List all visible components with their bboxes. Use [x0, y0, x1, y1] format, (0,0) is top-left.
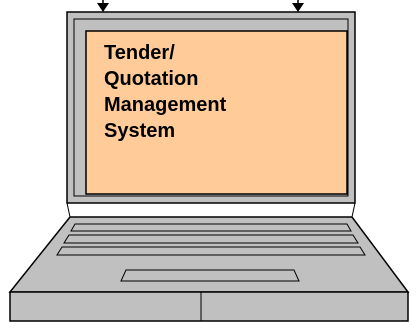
screen-title: Tender/ Quotation Management System	[104, 40, 334, 144]
keyboard-row	[70, 223, 352, 232]
screen-title-line: System	[104, 120, 176, 142]
keyboard-row	[56, 246, 366, 256]
arrow-down-icon	[292, 0, 304, 12]
arrow-down-icon	[97, 0, 109, 12]
laptop-screen	[85, 30, 348, 195]
laptop-bezel	[73, 18, 349, 197]
laptop-touchpad	[120, 269, 300, 282]
screen-title-line: Quotation	[104, 68, 199, 90]
screen-title-line: Management	[104, 94, 227, 116]
laptop-front-edge	[9, 291, 409, 322]
keyboard-row	[63, 234, 359, 244]
screen-title-line: Tender/	[104, 42, 175, 64]
